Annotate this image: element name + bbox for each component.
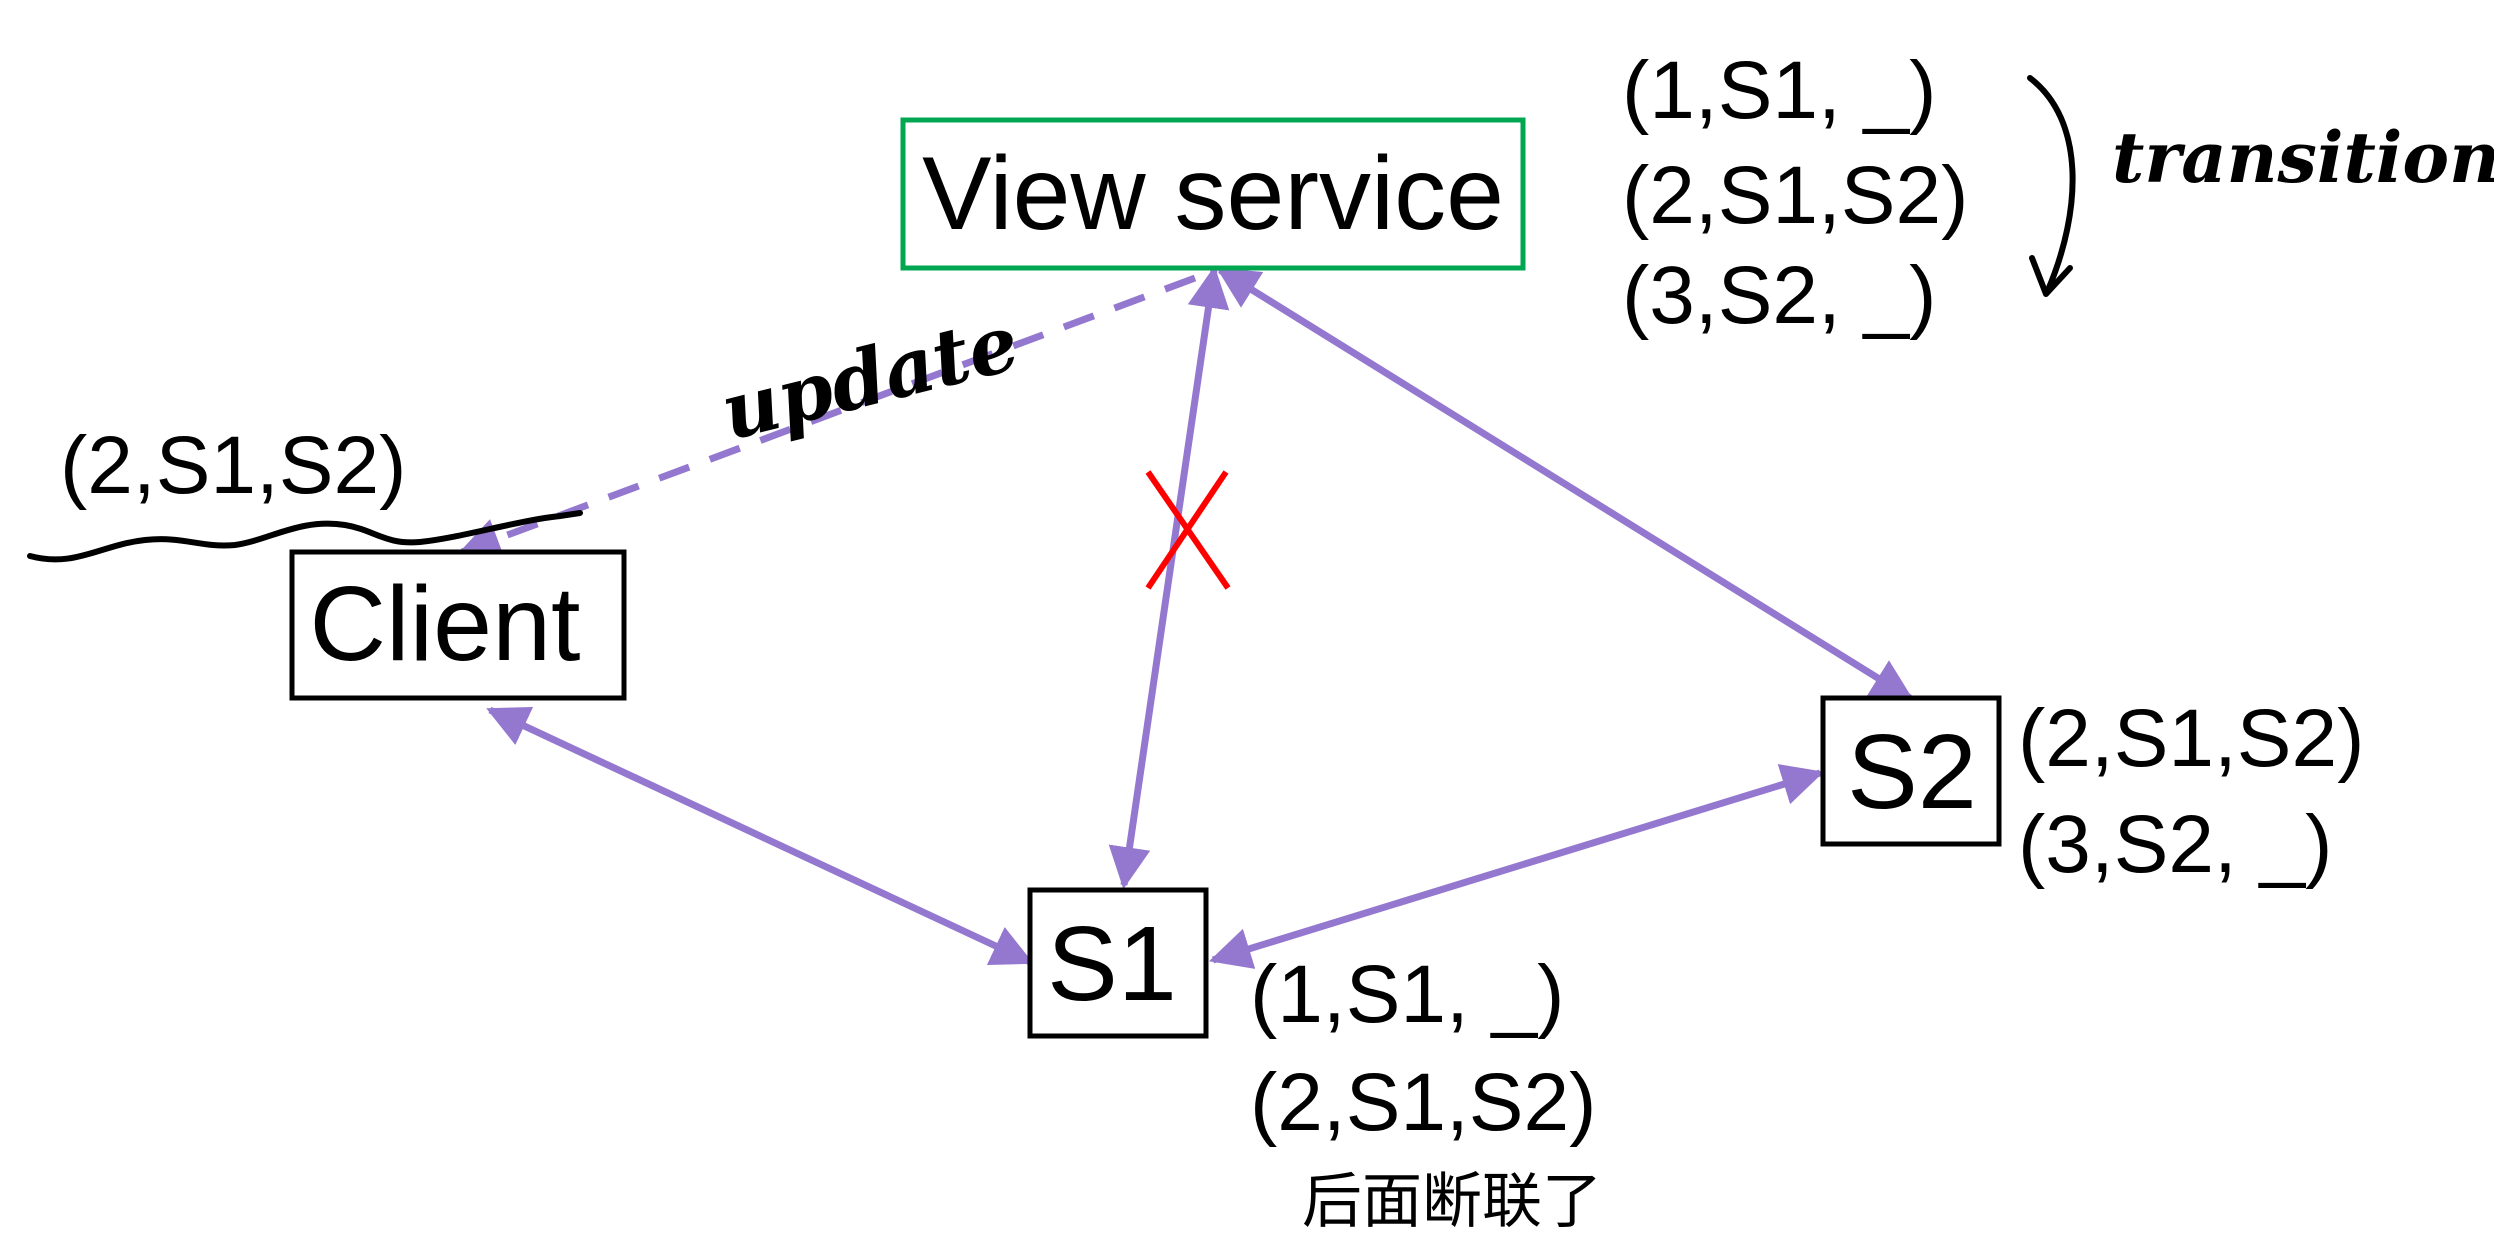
- s2-node: S2: [1820, 695, 2002, 847]
- s1-view-2: (2,S1,S2): [1250, 1057, 1596, 1148]
- update-label: update: [713, 297, 1028, 458]
- client-label: Client: [309, 565, 580, 683]
- view-sequence-item-3: (3,S2, _): [1622, 250, 1936, 341]
- squiggle-underline-icon: [27, 510, 583, 563]
- s2-view-2: (3,S2, _): [2018, 799, 2332, 890]
- transition-label: transition: [2112, 116, 2494, 199]
- s1-label: S1: [1047, 905, 1177, 1023]
- view-sequence-item-2: (2,S1,S2): [1622, 150, 1968, 241]
- view-sequence-item-1: (1,S1, _): [1622, 45, 1936, 136]
- view-service-label: View service: [922, 136, 1504, 252]
- edge-view-s1: [1108, 265, 1230, 890]
- s2-label: S2: [1847, 713, 1977, 831]
- edge-view-client-update: [458, 274, 1197, 559]
- view-service-node: View service: [900, 117, 1526, 271]
- client-node: Client: [289, 549, 627, 701]
- s1-node: S1: [1027, 887, 1209, 1039]
- s1-note: 后面断联了: [1302, 1167, 1602, 1237]
- edge-client-s1: [486, 706, 1034, 966]
- s1-view-1: (1,S1, _): [1250, 949, 1564, 1040]
- edge-s1-s2: [1208, 764, 1825, 969]
- curved-down-arrow-icon: [2027, 75, 2076, 297]
- cross-mark-icon: [1145, 470, 1231, 590]
- edge-view-s2: [1216, 267, 1914, 701]
- client-view-label: (2,S1,S2): [60, 420, 406, 511]
- s2-view-1: (2,S1,S2): [2018, 693, 2364, 784]
